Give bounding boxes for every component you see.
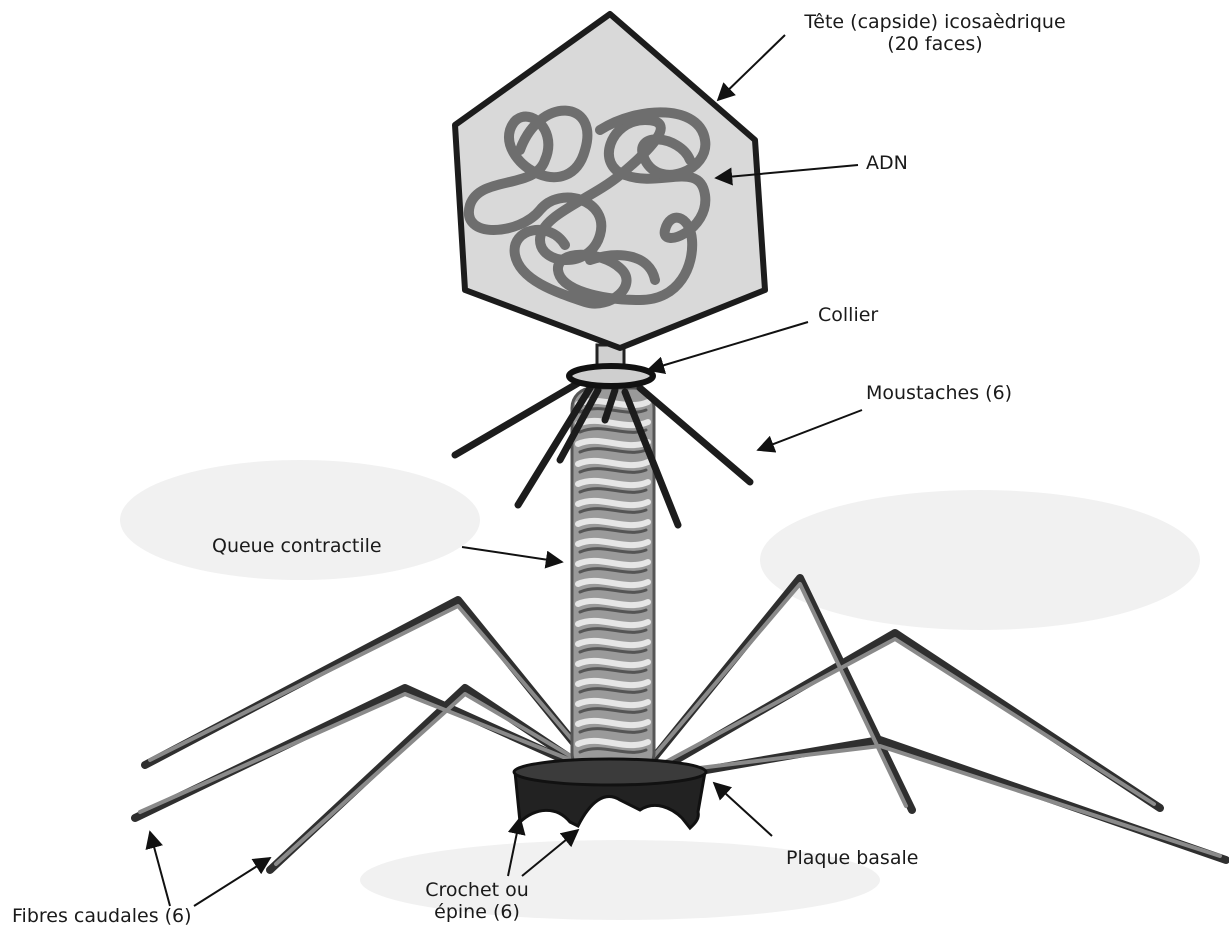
contractile-tail	[572, 388, 654, 773]
label-head-line1: Tête (capside) icosaèdrique	[790, 12, 1080, 34]
label-spike-line1: Crochet ou	[392, 880, 562, 902]
label-fibers: Fibres caudales (6)	[12, 906, 192, 928]
arrow-head	[718, 35, 785, 100]
label-spike: Crochet ou épine (6)	[392, 880, 562, 924]
arrow-fiber-2	[194, 858, 270, 906]
tail-fiber-6	[648, 740, 1226, 860]
label-dna: ADN	[866, 153, 908, 175]
arrow-fiber-1	[150, 832, 170, 906]
label-tail: Queue contractile	[212, 536, 382, 558]
arrow-baseplate	[714, 783, 772, 836]
collar	[569, 345, 653, 386]
label-collar: Collier	[818, 305, 878, 327]
base-plate	[514, 759, 706, 828]
label-baseplate: Plaque basale	[786, 848, 918, 870]
label-head-line2: (20 faces)	[790, 34, 1080, 56]
capsid-head	[455, 14, 765, 348]
label-spike-line2: épine (6)	[392, 902, 562, 924]
label-head: Tête (capside) icosaèdrique (20 faces)	[790, 12, 1080, 56]
label-whiskers: Moustaches (6)	[866, 383, 1012, 405]
arrow-whiskers	[758, 410, 862, 450]
whisker-1	[455, 382, 580, 455]
arrow-tail	[462, 547, 562, 562]
